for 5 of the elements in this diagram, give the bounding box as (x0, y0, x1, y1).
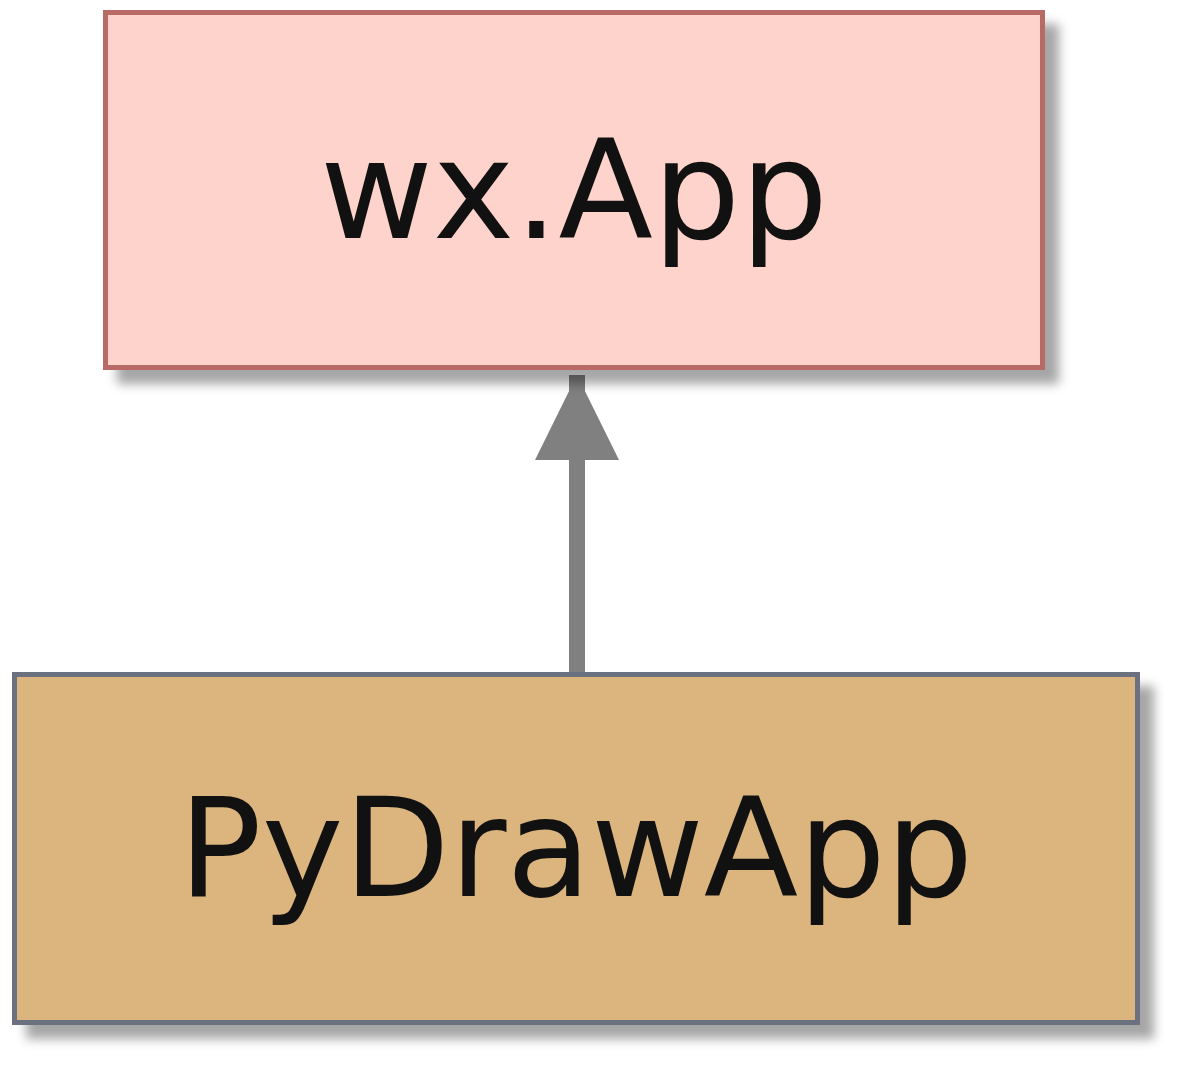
class-box (103, 10, 1045, 370)
class-name: PyDrawApp (178, 768, 974, 929)
inheritance-arrow (535, 375, 619, 672)
class-name: wx.App (320, 109, 828, 271)
class-box (12, 672, 1140, 1025)
